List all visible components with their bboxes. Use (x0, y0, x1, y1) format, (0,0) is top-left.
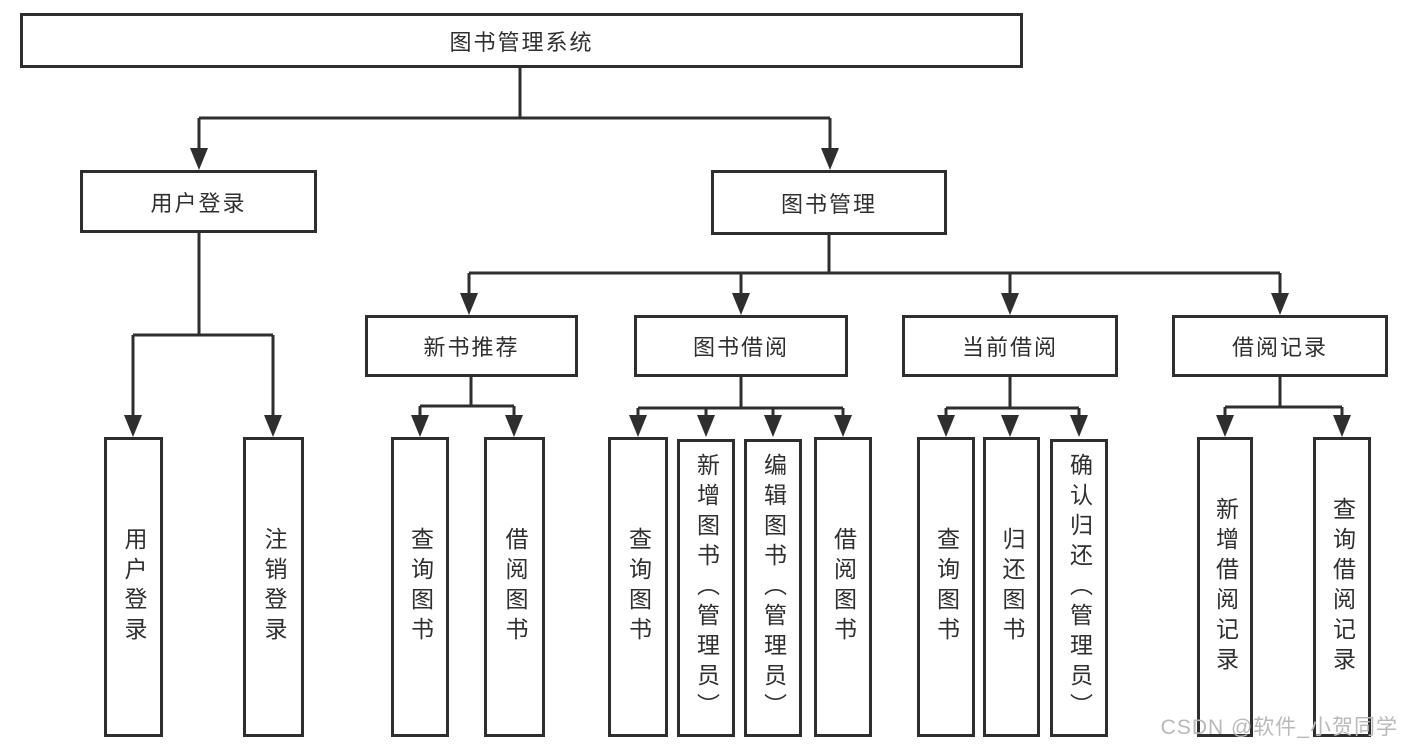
leaf-query-books-current-label: 查询图书 (933, 527, 960, 647)
leaf-query-borrow-record: 查询借阅记录 (1313, 437, 1371, 737)
node-borrow-record-label: 借阅记录 (1231, 335, 1328, 360)
leaf-add-books-admin-label: 新增图书（管理员） (693, 453, 720, 723)
leaf-query-books-recommend: 查询图书 (391, 437, 449, 737)
leaf-query-borrow-record-label: 查询借阅记录 (1329, 497, 1356, 677)
leaf-borrow-books-recommend-label: 借阅图书 (502, 527, 528, 647)
leaf-return-books: 归还图书 (983, 437, 1040, 737)
node-current-borrow: 当前借阅 (902, 315, 1118, 377)
node-borrow-record: 借阅记录 (1172, 315, 1388, 377)
leaf-logout: 注销登录 (243, 437, 304, 737)
leaf-user-login: 用户登录 (104, 437, 163, 737)
node-user-login: 用户登录 (80, 170, 317, 233)
node-user-login-label: 用户登录 (150, 190, 247, 216)
leaf-query-books-current: 查询图书 (917, 437, 975, 737)
node-new-book-recommend: 新书推荐 (365, 315, 578, 377)
leaf-confirm-return-admin-label: 确认归还（管理员） (1066, 453, 1093, 723)
leaf-edit-books-admin: 编辑图书（管理员） (744, 439, 802, 737)
node-book-management-label: 图书管理 (780, 191, 877, 217)
leaf-return-books-label: 归还图书 (999, 527, 1025, 647)
leaf-user-login-label: 用户登录 (121, 527, 147, 647)
leaf-logout-label: 注销登录 (261, 527, 287, 647)
leaf-query-books-recommend-label: 查询图书 (407, 527, 434, 647)
node-book-borrow-label: 图书借阅 (692, 335, 789, 360)
node-root-label: 图书管理系统 (449, 29, 594, 55)
node-book-management: 图书管理 (711, 170, 947, 235)
leaf-borrow-books-borrow: 借阅图书 (814, 437, 872, 737)
leaf-confirm-return-admin: 确认归还（管理员） (1050, 439, 1108, 737)
leaf-query-books-borrow: 查询图书 (608, 437, 668, 737)
node-new-book-recommend-label: 新书推荐 (423, 335, 520, 360)
leaf-add-books-admin: 新增图书（管理员） (677, 439, 735, 737)
leaf-borrow-books-recommend: 借阅图书 (484, 437, 545, 737)
leaf-add-borrow-record-label: 新增借阅记录 (1212, 497, 1239, 677)
node-root: 图书管理系统 (20, 13, 1023, 68)
leaf-add-borrow-record: 新增借阅记录 (1197, 437, 1253, 737)
node-current-borrow-label: 当前借阅 (961, 335, 1058, 360)
watermark: CSDN @软件_小贺同学 (1160, 716, 1398, 739)
leaf-borrow-books-borrow-label: 借阅图书 (830, 527, 857, 647)
node-book-borrow: 图书借阅 (634, 315, 848, 377)
leaf-query-books-borrow-label: 查询图书 (625, 527, 652, 647)
arrowheads (124, 148, 1351, 437)
leaf-edit-books-admin-label: 编辑图书（管理员） (760, 453, 787, 723)
